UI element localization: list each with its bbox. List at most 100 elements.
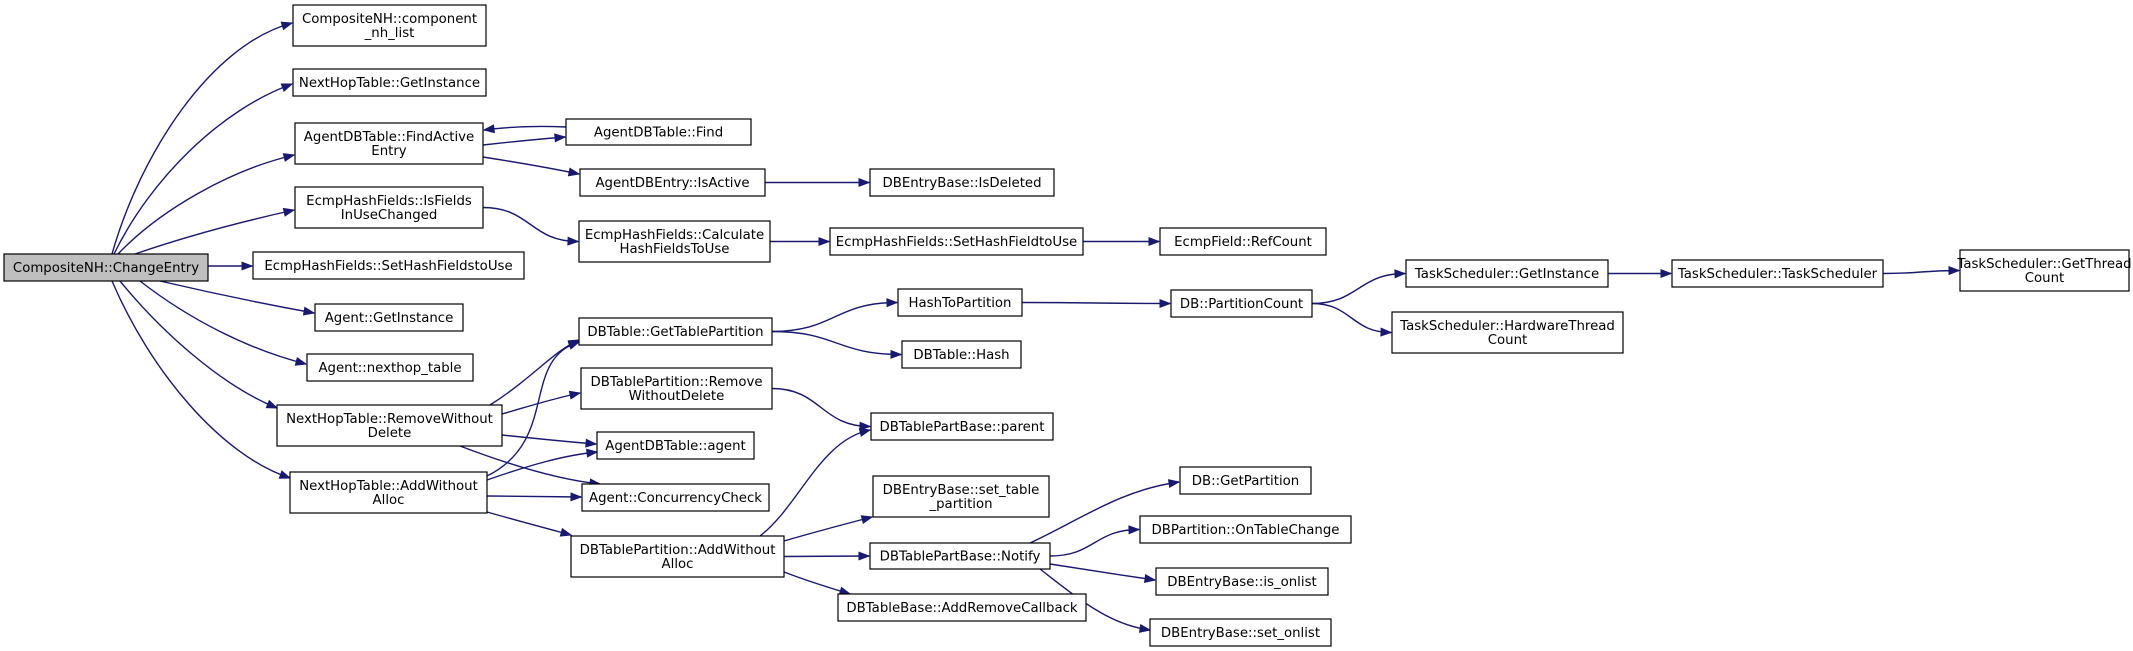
edge-line bbox=[1039, 568, 1151, 631]
node-label: _partition bbox=[928, 497, 992, 512]
node-set_onlist[interactable]: DBEntryBase::set_onlist bbox=[1149, 618, 1332, 647]
node-box[interactable] bbox=[252, 251, 525, 280]
node-sethashfieldstouse[interactable]: EcmpHashFields::SetHashFieldstoUse bbox=[252, 251, 525, 280]
node-dbtable_hash[interactable]: DBTable::Hash bbox=[901, 340, 1022, 369]
node-box[interactable] bbox=[1391, 311, 1624, 354]
node-changeentry[interactable]: CompositeNH::ChangeEntry bbox=[3, 253, 209, 282]
node-set_table_partition[interactable]: DBEntryBase::set_table_partition bbox=[872, 475, 1050, 518]
node-box[interactable] bbox=[580, 367, 773, 410]
node-box[interactable] bbox=[1179, 466, 1312, 495]
node-notify[interactable]: DBTablePartBase::Notify bbox=[869, 542, 1051, 570]
node-agentdbtable_find[interactable]: AgentDBTable::Find bbox=[565, 118, 752, 146]
node-isactive[interactable]: AgentDBEntry::IsActive bbox=[579, 168, 766, 197]
node-box[interactable] bbox=[565, 118, 752, 146]
node-label: DBEntryBase::is_onlist bbox=[1167, 575, 1316, 590]
node-ts_getinstance[interactable]: TaskScheduler::GetInstance bbox=[1405, 259, 1609, 288]
node-label: _nh_list bbox=[364, 26, 415, 41]
node-nexthop_table[interactable]: Agent::nexthop_table bbox=[306, 353, 474, 382]
node-label: DBTable::Hash bbox=[913, 348, 1009, 363]
node-parent[interactable]: DBTablePartBase::parent bbox=[870, 412, 1054, 441]
node-isdeleted[interactable]: DBEntryBase::IsDeleted bbox=[869, 168, 1055, 197]
node-box[interactable] bbox=[1170, 289, 1313, 318]
node-box[interactable] bbox=[1155, 567, 1329, 596]
node-agent_getinstance[interactable]: Agent::GetInstance bbox=[314, 303, 464, 332]
node-box[interactable] bbox=[870, 412, 1054, 441]
node-refcount[interactable]: EcmpField::RefCount bbox=[1159, 227, 1327, 256]
edge-addwithoutalloc-to-dbtp_addwithoutalloc bbox=[486, 511, 573, 537]
edge-changeentry-to-component_nh_list bbox=[111, 21, 294, 255]
node-box[interactable] bbox=[292, 4, 487, 47]
node-box[interactable] bbox=[276, 404, 503, 447]
node-box[interactable] bbox=[897, 288, 1023, 317]
edges-layer bbox=[111, 21, 1961, 633]
node-label: DBTableBase::AddRemoveCallback bbox=[846, 601, 1078, 616]
node-box[interactable] bbox=[579, 168, 766, 197]
node-partitioncount[interactable]: DB::PartitionCount bbox=[1170, 289, 1313, 318]
node-db_getpartition[interactable]: DB::GetPartition bbox=[1179, 466, 1312, 495]
node-label: AgentDBTable::agent bbox=[605, 439, 745, 454]
node-box[interactable] bbox=[901, 340, 1022, 369]
node-box[interactable] bbox=[596, 431, 755, 460]
node-box[interactable] bbox=[289, 471, 488, 514]
node-box[interactable] bbox=[1139, 515, 1352, 544]
arrowhead bbox=[1948, 266, 1961, 276]
node-box[interactable] bbox=[837, 593, 1087, 622]
node-box[interactable] bbox=[306, 353, 474, 382]
edge-line bbox=[111, 280, 291, 479]
node-box[interactable] bbox=[578, 220, 771, 263]
node-is_onlist[interactable]: DBEntryBase::is_onlist bbox=[1155, 567, 1329, 596]
arrowhead bbox=[294, 356, 308, 366]
node-box[interactable] bbox=[294, 186, 484, 229]
node-box[interactable] bbox=[578, 317, 773, 346]
node-box[interactable] bbox=[869, 542, 1051, 570]
node-box[interactable] bbox=[829, 227, 1084, 256]
edge-dbtp_addwithoutalloc-to-notify bbox=[783, 551, 871, 561]
node-component_nh_list[interactable]: CompositeNH::component_nh_list bbox=[292, 4, 487, 47]
node-box[interactable] bbox=[1159, 227, 1327, 256]
edge-line bbox=[486, 341, 580, 477]
arrowhead bbox=[278, 470, 292, 479]
node-box[interactable] bbox=[1405, 259, 1609, 288]
node-label: DB::GetPartition bbox=[1192, 474, 1299, 489]
node-label: EcmpField::RefCount bbox=[1174, 235, 1312, 250]
node-hashtopartition[interactable]: HashToPartition bbox=[897, 288, 1023, 317]
node-concurrencycheck[interactable]: Agent::ConcurrencyCheck bbox=[581, 483, 770, 512]
node-box[interactable] bbox=[314, 303, 464, 332]
node-box[interactable] bbox=[1671, 259, 1884, 288]
node-box[interactable] bbox=[570, 535, 785, 578]
node-label: WithoutDelete bbox=[629, 389, 725, 404]
arrowhead bbox=[858, 428, 872, 437]
node-ts_taskscheduler[interactable]: TaskScheduler::TaskScheduler bbox=[1671, 259, 1884, 288]
node-agentdbtable_agent[interactable]: AgentDBTable::agent bbox=[596, 431, 755, 460]
node-label: NextHopTable::AddWithout bbox=[299, 479, 478, 494]
node-nht_getinstance[interactable]: NextHopTable::GetInstance bbox=[292, 68, 487, 97]
node-box[interactable] bbox=[581, 483, 770, 512]
node-ontablechange[interactable]: DBPartition::OnTableChange bbox=[1139, 515, 1352, 544]
node-box[interactable] bbox=[869, 168, 1055, 197]
node-addremovecallback[interactable]: DBTableBase::AddRemoveCallback bbox=[837, 593, 1087, 622]
node-box[interactable] bbox=[1959, 249, 2130, 292]
node-sethashfieldtouse[interactable]: EcmpHashFields::SetHashFieldtoUse bbox=[829, 227, 1084, 256]
node-box[interactable] bbox=[1149, 618, 1332, 647]
node-gettablepartition[interactable]: DBTable::GetTablePartition bbox=[578, 317, 773, 346]
node-box[interactable] bbox=[872, 475, 1050, 518]
node-label: EcmpHashFields::SetHashFieldstoUse bbox=[264, 259, 512, 274]
node-box[interactable] bbox=[292, 68, 487, 97]
edge-line bbox=[489, 339, 580, 406]
arrowhead bbox=[1394, 269, 1407, 279]
edge-changeentry-to-isfieldsinusechanged bbox=[134, 207, 296, 255]
edge-addwithoutalloc-to-agentdbtable_agent bbox=[486, 448, 599, 481]
node-box[interactable] bbox=[3, 253, 209, 282]
node-box[interactable] bbox=[294, 122, 484, 165]
node-label: AgentDBTable::FindActive bbox=[304, 130, 474, 145]
